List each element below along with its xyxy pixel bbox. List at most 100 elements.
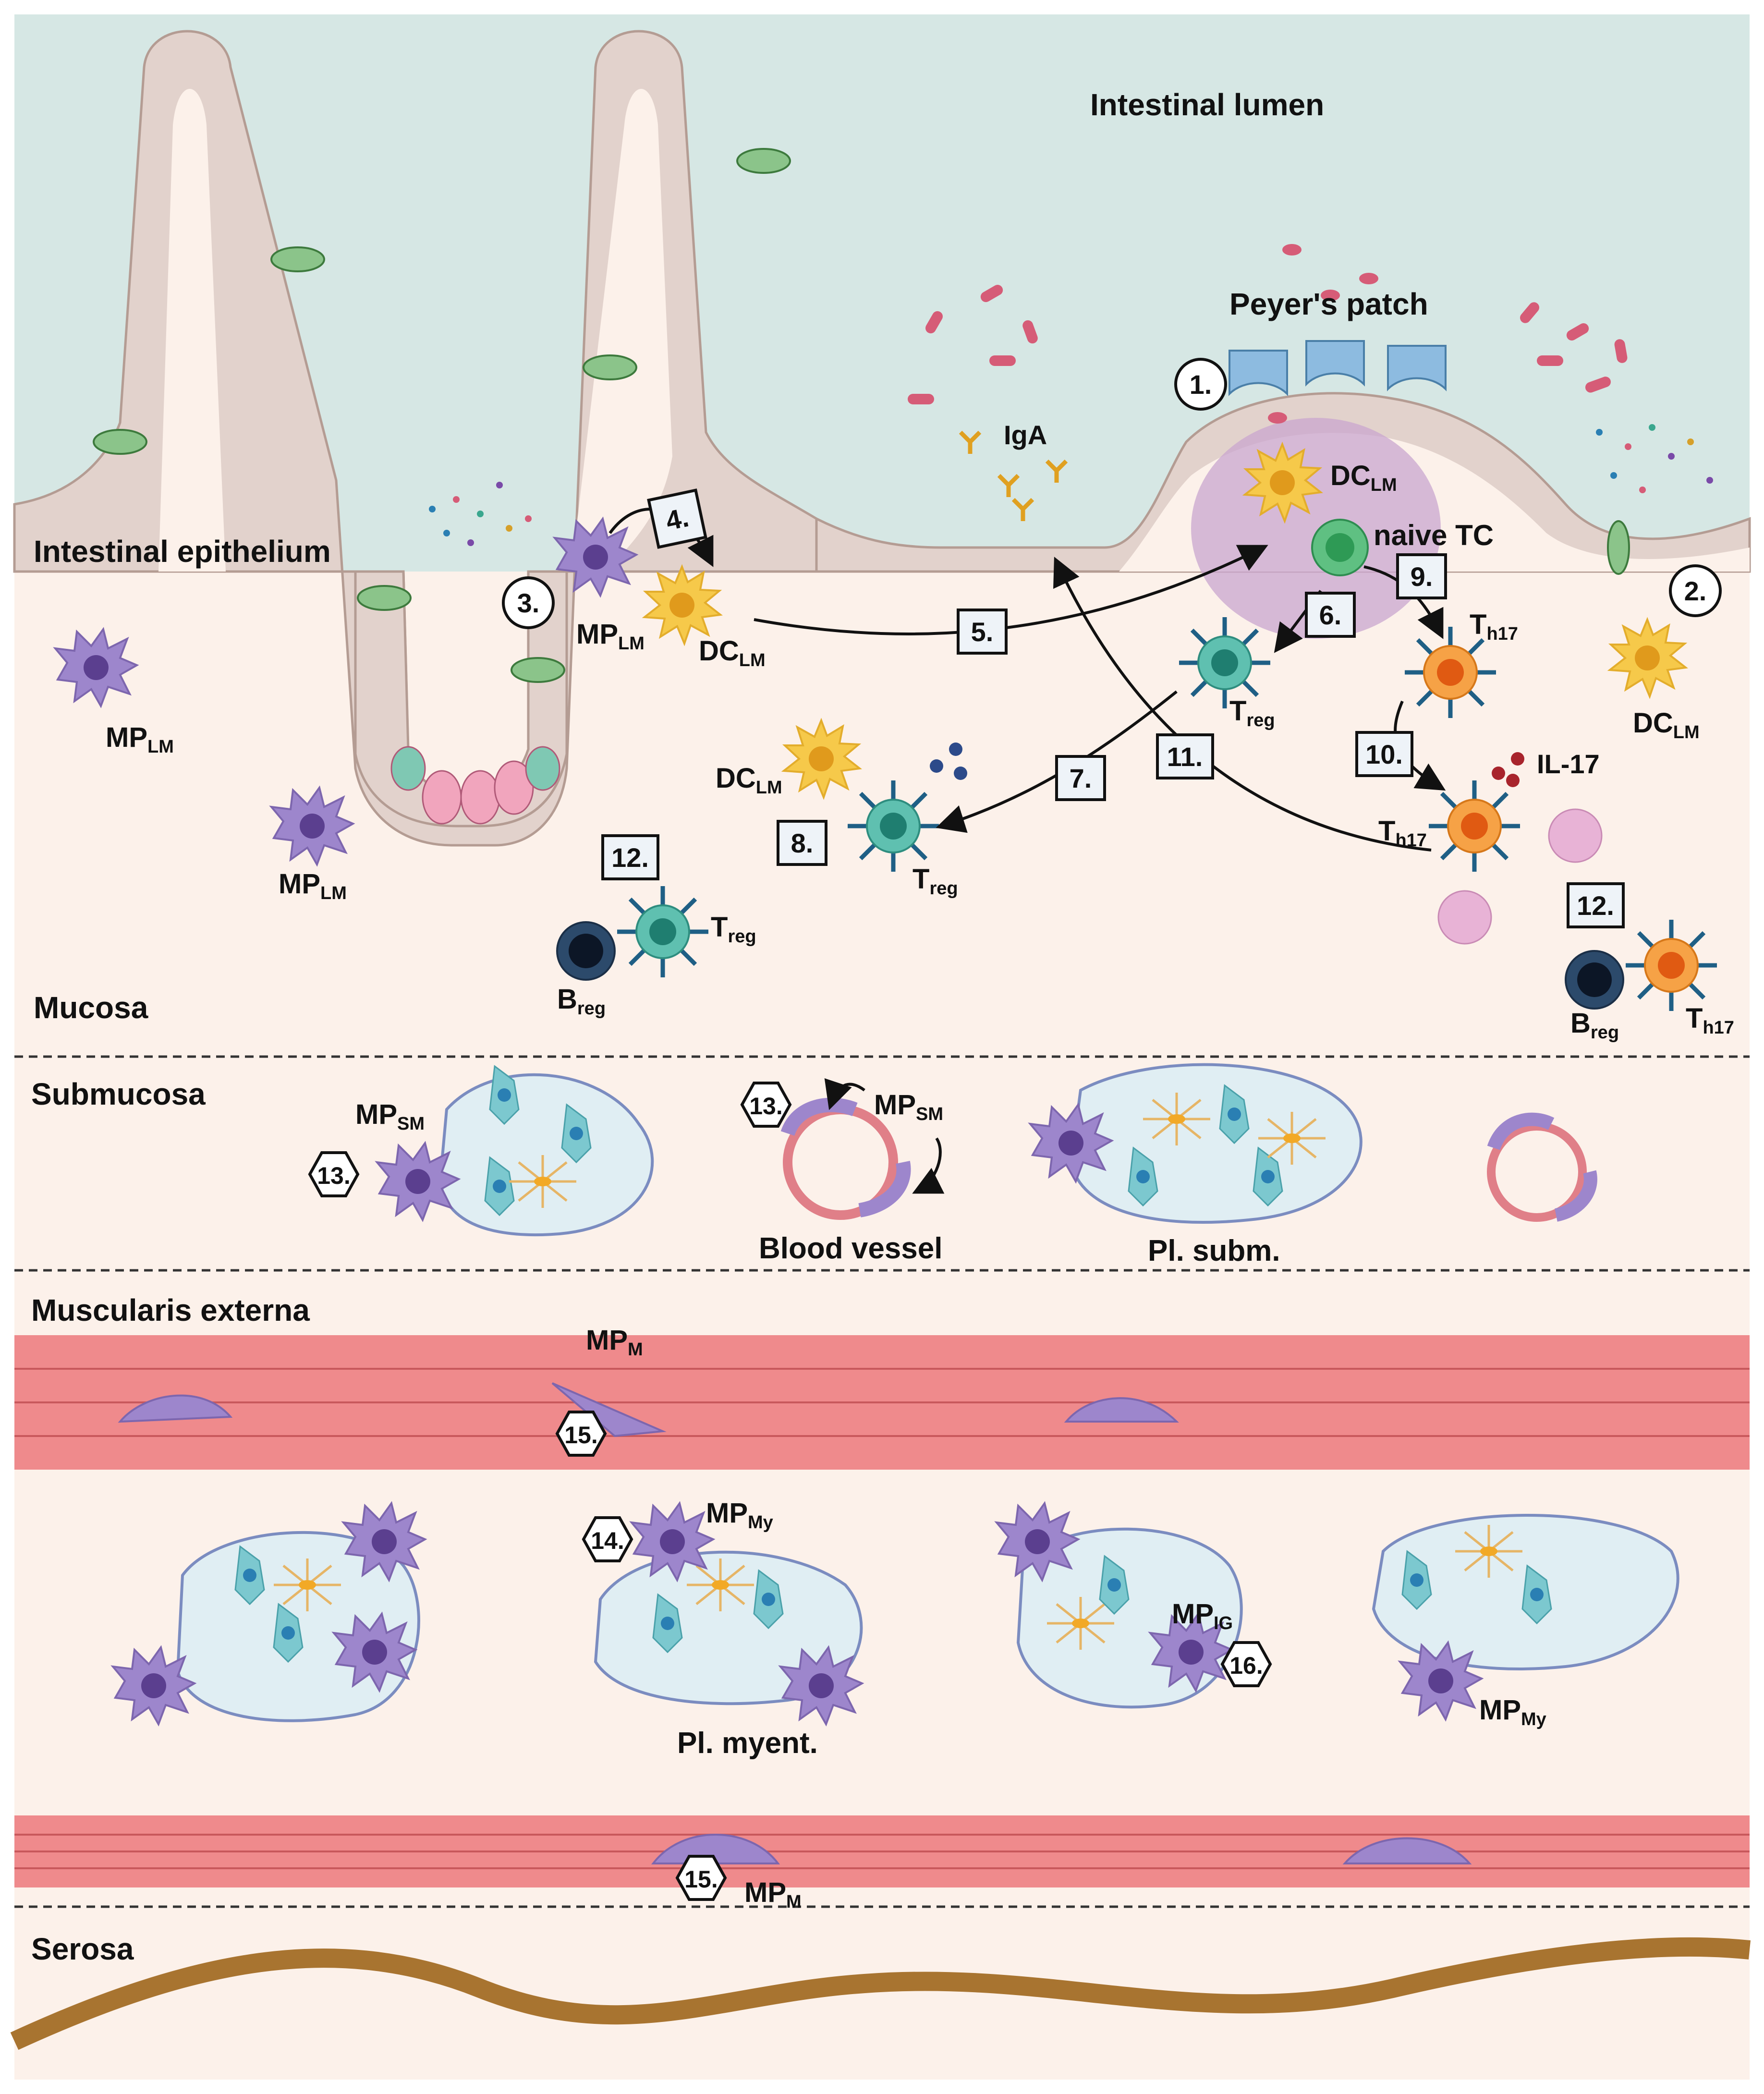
label-dc-lm-2: DCLM xyxy=(1330,460,1397,495)
label-text: MP xyxy=(586,1325,628,1356)
step-marker-text: 8. xyxy=(791,828,814,858)
serosa-line xyxy=(10,1937,1751,2050)
label-mp-m-1: MPM xyxy=(586,1325,643,1360)
label-blood-vessel: Blood vessel xyxy=(759,1232,942,1265)
label-text: DC xyxy=(716,763,756,794)
glia-6 xyxy=(1047,1597,1114,1650)
step-marker-text: 1. xyxy=(1190,369,1212,400)
label-subscript: LM xyxy=(756,778,782,798)
step-marker-text: 12. xyxy=(1577,890,1614,921)
step-marker-1: 1. xyxy=(1174,358,1227,411)
label-mp-m-2: MPM xyxy=(744,1877,802,1912)
label-subscript: reg xyxy=(1591,1023,1619,1043)
label-subscript: LM xyxy=(1371,475,1397,495)
mp-m-cell-1 xyxy=(118,1394,233,1423)
step-marker-text: 15. xyxy=(684,1866,718,1893)
label-th17-3: Th17 xyxy=(1686,1003,1734,1038)
label-text: DC xyxy=(1330,460,1371,491)
step-marker-text: 13. xyxy=(749,1093,783,1120)
villus-inner-right xyxy=(567,89,672,572)
label-breg-2: Breg xyxy=(1570,1008,1619,1043)
label-text: MP xyxy=(874,1089,916,1120)
breg-cell-1 xyxy=(556,921,616,981)
glia-7 xyxy=(1455,1525,1522,1578)
step-marker-8: 8. xyxy=(777,820,827,866)
step-marker-text: 16. xyxy=(1229,1652,1263,1679)
step-marker-14: 14. xyxy=(582,1516,633,1562)
label-text: MP xyxy=(706,1497,748,1529)
label-th17-1: Th17 xyxy=(1470,609,1518,644)
step-marker-15b: 15. xyxy=(675,1855,727,1901)
label-subscript: LM xyxy=(1673,722,1700,743)
step-marker-12a: 12. xyxy=(601,834,659,880)
step-marker-text: 9. xyxy=(1411,561,1433,592)
label-peyers-patch: Peyer's patch xyxy=(1229,287,1428,321)
m-cells xyxy=(1229,340,1447,396)
label-subscript: LM xyxy=(618,633,645,654)
label-subscript: h17 xyxy=(1703,1018,1734,1038)
label-subscript: LM xyxy=(320,883,347,903)
label-lumen: Intestinal lumen xyxy=(1090,87,1324,122)
label-text: T xyxy=(1378,816,1395,847)
label-treg-2: Treg xyxy=(912,864,958,899)
label-mp-ig: MPIG xyxy=(1172,1598,1233,1633)
step-marker-6: 6. xyxy=(1305,592,1356,638)
label-mp-sm-2: MPSM xyxy=(874,1089,943,1124)
step-marker-text: 7. xyxy=(1070,763,1092,793)
step-marker-text: 11. xyxy=(1167,742,1203,772)
step-marker-15a: 15. xyxy=(555,1411,607,1457)
neutrophils xyxy=(1437,808,1603,945)
label-treg-3: Treg xyxy=(711,912,756,947)
th17-cell-1 xyxy=(1405,627,1496,718)
label-mp-lm-2: MPLM xyxy=(279,868,347,903)
step-marker-9: 9. xyxy=(1396,553,1447,599)
cytokine-dots xyxy=(930,743,967,780)
label-text: T xyxy=(1686,1003,1703,1034)
glia-5 xyxy=(687,1558,754,1611)
layer-boundaries xyxy=(14,1055,1750,1908)
label-mp-lm-3: MPLM xyxy=(576,619,645,654)
label-text: B xyxy=(557,984,577,1015)
label-serosa: Serosa xyxy=(31,1932,134,1966)
breg-cell-2 xyxy=(1565,950,1624,1010)
treg-cell-3 xyxy=(617,886,708,977)
label-subscript: IG xyxy=(1214,1613,1233,1633)
step-marker-text: 10. xyxy=(1365,739,1403,769)
glia-2 xyxy=(1143,1093,1210,1145)
step-marker-13a: 13. xyxy=(308,1151,360,1197)
th17-cell-2 xyxy=(1429,780,1520,872)
label-muscularis: Muscularis externa xyxy=(31,1293,310,1327)
label-subscript: SM xyxy=(916,1104,943,1124)
label-dc-lm-4: DCLM xyxy=(716,763,782,798)
step-marker-2: 2. xyxy=(1669,564,1722,617)
step-marker-13b: 13. xyxy=(740,1082,792,1128)
label-subscript: reg xyxy=(929,878,958,899)
label-text: MP xyxy=(1172,1598,1214,1630)
glia-4 xyxy=(274,1558,341,1611)
step-marker-12b: 12. xyxy=(1567,882,1625,928)
label-subscript: reg xyxy=(728,926,756,947)
step-marker-11: 11. xyxy=(1156,733,1214,779)
label-subscript: M xyxy=(786,1892,802,1912)
step-marker-16: 16. xyxy=(1220,1641,1272,1687)
label-text: DC xyxy=(1633,707,1673,739)
label-mp-my-1: MPMy xyxy=(706,1497,773,1533)
muscle-cell-pattern xyxy=(14,1368,1750,1437)
th17-cell-3 xyxy=(1626,920,1717,1011)
label-subscript: SM xyxy=(397,1114,425,1134)
label-dc-lm-1: DCLM xyxy=(699,635,766,670)
label-submucosa: Submucosa xyxy=(31,1077,206,1111)
metabolites-left xyxy=(429,482,532,546)
step-marker-text: 15. xyxy=(564,1422,598,1449)
label-epithelium: Intestinal epithelium xyxy=(34,534,331,569)
step-marker-text: 12. xyxy=(611,842,649,873)
glia-1 xyxy=(509,1155,576,1208)
label-subscript: h17 xyxy=(1486,624,1518,644)
label-text: MP xyxy=(576,619,618,650)
mp-m-cell-2 xyxy=(551,1382,667,1437)
label-text: MP xyxy=(355,1099,397,1130)
label-subscript: h17 xyxy=(1395,830,1426,851)
label-mucosa: Mucosa xyxy=(34,990,148,1025)
naive-tc-nucleus xyxy=(1326,533,1354,562)
step-marker-4: 4. xyxy=(647,488,707,549)
